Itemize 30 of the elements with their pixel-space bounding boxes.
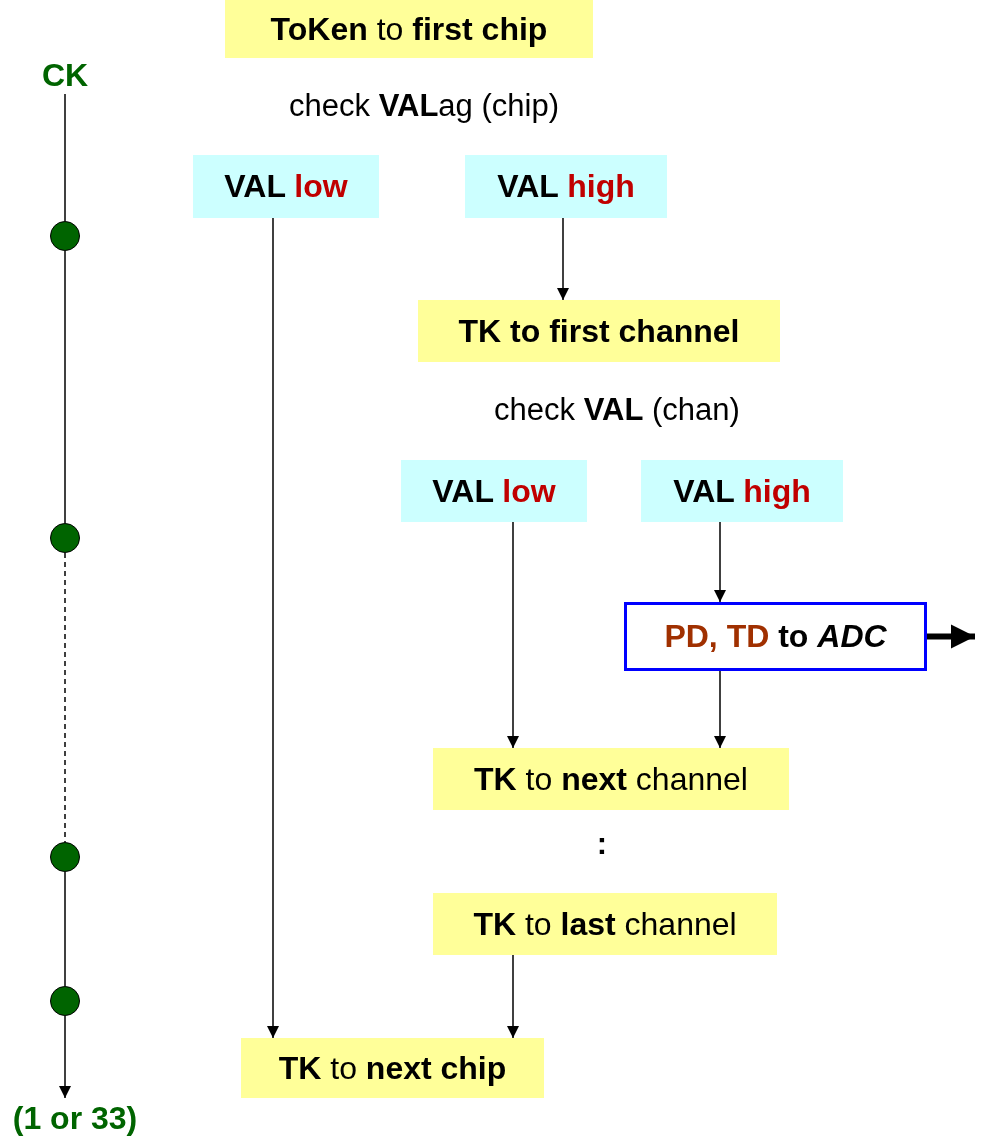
timeline-line (59, 1015, 71, 1099)
timeline-line (64, 871, 66, 987)
condition-box: VAL high (465, 155, 667, 218)
arrow (927, 624, 975, 649)
arrow (714, 670, 726, 749)
condition-text: check VALag (chip) (289, 88, 559, 124)
output-box: PD, TD to ADC (624, 602, 927, 671)
arrow (557, 217, 569, 301)
process-box: TK to next channel (433, 748, 789, 810)
process-box: ToKen to first chip (225, 0, 593, 58)
condition-text: check VAL (chan) (494, 392, 740, 428)
clock-dot (50, 842, 80, 872)
condition-box: VAL high (641, 460, 843, 522)
timeline-line (64, 93, 66, 222)
timeline-line (64, 250, 66, 524)
process-box: TK to last channel (433, 893, 777, 955)
condition-box: VAL low (193, 155, 379, 218)
signal-label: CK (30, 56, 100, 94)
process-box: TK to first channel (418, 300, 780, 362)
clock-dot (50, 986, 80, 1016)
clock-dot (50, 523, 80, 553)
process-box: TK to next chip (241, 1038, 544, 1098)
count-label: (1 or 33) (0, 1098, 150, 1138)
arrow (507, 521, 519, 749)
ellipsis-mark: : (596, 826, 608, 862)
arrow (714, 521, 726, 603)
condition-box: VAL low (401, 460, 587, 522)
arrow (267, 217, 279, 1039)
arrow (507, 954, 519, 1039)
clock-dot (50, 221, 80, 251)
